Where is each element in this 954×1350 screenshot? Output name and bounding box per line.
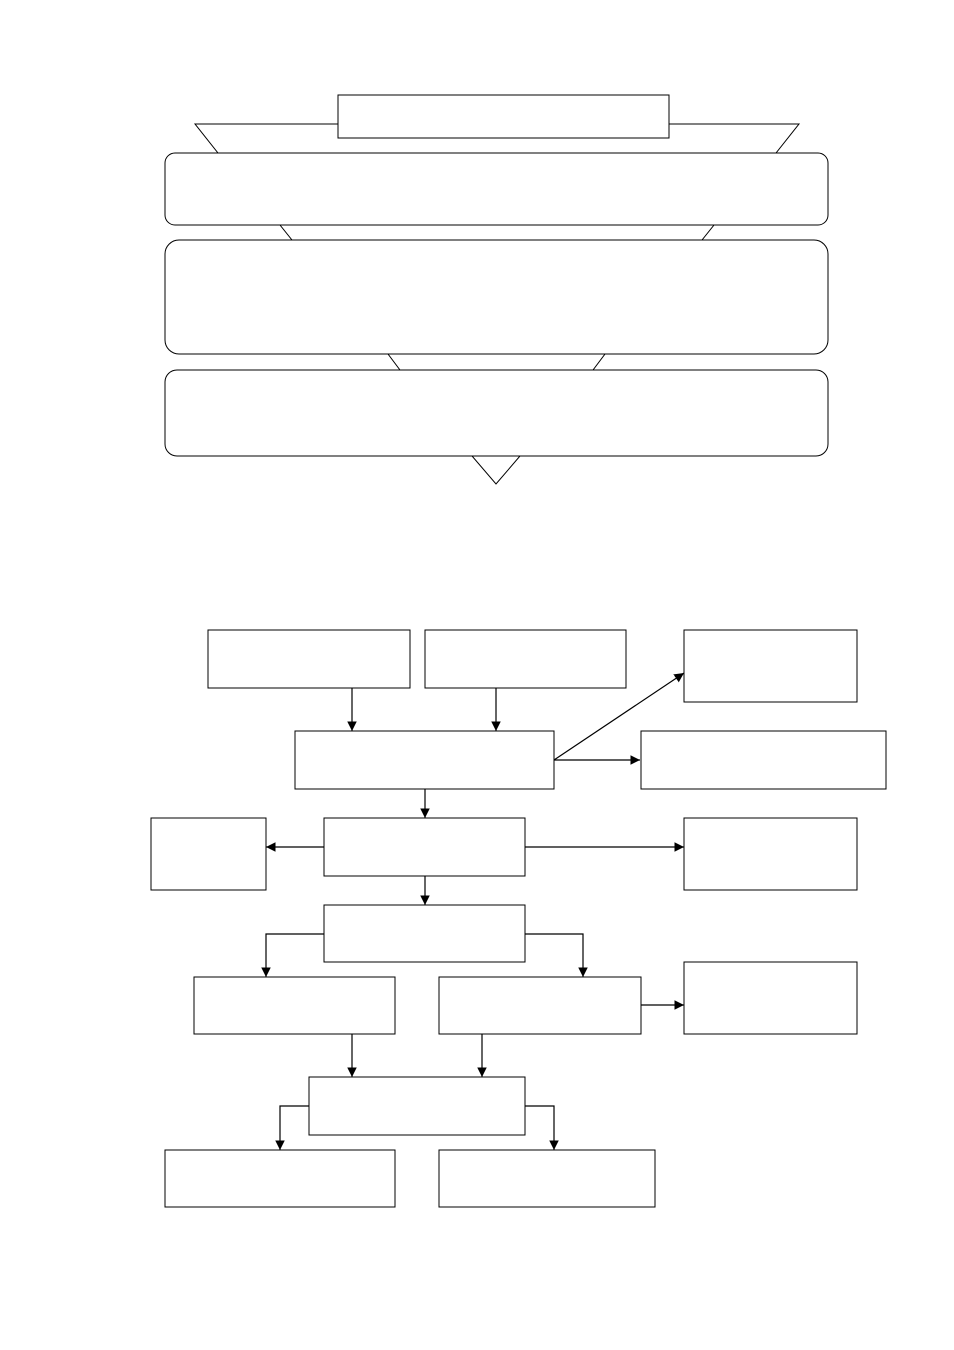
connector-step-4-to-final-right [525, 1105, 559, 1150]
node-step-3-right-out [683, 961, 858, 1035]
node-output-1a [683, 629, 858, 703]
node-final-left [164, 1149, 396, 1208]
node-input-b [424, 629, 627, 689]
flowchart-connectors [261, 672, 685, 1150]
node-step-2 [323, 817, 526, 877]
funnel-stage-2-box [164, 239, 829, 355]
node-branch-2-left [150, 817, 267, 891]
flowchart [150, 629, 887, 1208]
funnel-band-middle [278, 224, 716, 241]
node-step-3-left [193, 976, 396, 1035]
connector-step-4-to-final-left [275, 1105, 309, 1150]
flowchart-nodes [150, 629, 887, 1208]
node-step-4 [308, 1076, 526, 1136]
connector-step-1-to-output-1a [553, 672, 685, 761]
funnel-header-box [337, 94, 670, 139]
node-branch-2-right [683, 817, 858, 891]
node-final-right [438, 1149, 656, 1208]
funnel-tip [470, 455, 522, 485]
node-step-3-right [438, 976, 642, 1035]
node-step-1 [294, 730, 555, 790]
connector-step-3-to-right [525, 933, 588, 977]
connector-step-3-to-left [261, 933, 324, 977]
node-output-1b [640, 730, 887, 790]
node-step-3 [323, 904, 526, 963]
funnel-band-lower [387, 353, 606, 371]
funnel-diagram [164, 94, 829, 485]
node-input-a [207, 629, 411, 689]
funnel-stage-3-box [164, 369, 829, 457]
funnel-stage-1-box [164, 152, 829, 226]
